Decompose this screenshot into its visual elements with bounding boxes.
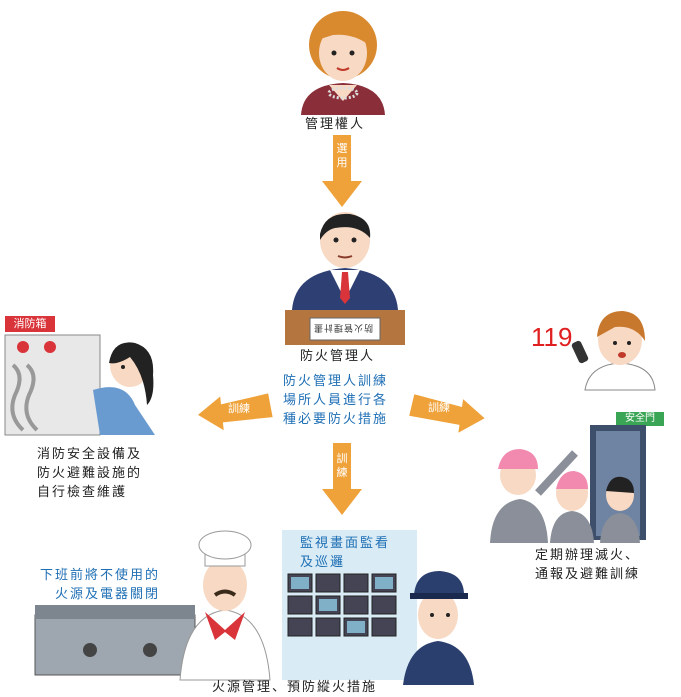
drill-figure (490, 425, 646, 543)
guard-figure (403, 571, 474, 685)
manager-tasks: 防火管理人訓練 場所人員進行各 種必要防火措施 (283, 374, 389, 427)
document-label: 防火管理計畫 (313, 322, 374, 332)
manager-figure (285, 212, 405, 345)
arrow-bottom (322, 443, 362, 515)
caller-figure (571, 311, 656, 391)
equipment-figure (4, 334, 155, 436)
chef-figure (34, 530, 271, 681)
drill-label: 定期辦理滅火、 通報及避難訓練 (535, 548, 641, 582)
owner-label: 管理權人 (305, 117, 366, 132)
emergency-number: 119 (531, 322, 573, 352)
exit-sign: 安全門 (616, 412, 664, 426)
owner-figure (301, 11, 385, 115)
fire-source-label: 火源管理、預防縱火措施 (212, 680, 378, 695)
monitor-wall (287, 573, 397, 637)
arrow-bottom-label: 訓練 (336, 452, 348, 479)
arrow-top-label: 選用 (336, 142, 348, 169)
arrow-left (197, 393, 273, 431)
hydrant-sign: 消防箱 (5, 316, 55, 332)
power-off-label: 下班前將不使用的 火源及電器關閉 (40, 568, 161, 602)
monitor-label: 監視畫面監看 及巡邏 (300, 536, 391, 570)
arrow-left-label: 訓練 (228, 402, 250, 415)
arrow-right-label: 訓練 (428, 401, 450, 414)
arrow-top (322, 135, 362, 207)
manager-label: 防火管理人 (300, 349, 376, 364)
equipment-label: 消防安全設備及 防火避難設施的 自行檢查維護 (37, 447, 143, 500)
arrow-right (409, 394, 485, 433)
